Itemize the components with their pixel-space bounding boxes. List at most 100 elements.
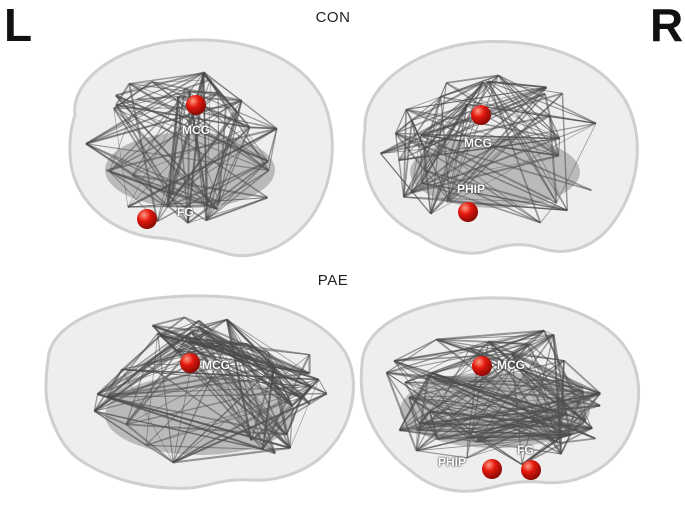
network-edge xyxy=(106,396,287,436)
network-edge xyxy=(469,329,545,350)
network-edge xyxy=(436,334,554,340)
network-edge xyxy=(151,324,276,454)
network-edge xyxy=(393,338,437,362)
network-edge xyxy=(405,109,559,157)
network-edge xyxy=(178,95,242,102)
inner-core-con-right xyxy=(410,136,580,208)
network-edge xyxy=(430,82,484,215)
network-edge xyxy=(85,143,218,210)
network-edge xyxy=(273,366,291,449)
edges-con-left xyxy=(85,71,278,224)
network-edge xyxy=(187,91,191,224)
network-edge xyxy=(286,434,291,449)
network-edge xyxy=(121,335,161,370)
network-edge xyxy=(205,170,270,221)
label-pae-right-fg: FG xyxy=(517,443,534,457)
network-edge xyxy=(113,81,153,110)
network-edge xyxy=(410,75,499,194)
group-title-pae: PAE xyxy=(317,272,349,289)
network-edge xyxy=(394,132,426,172)
network-edge xyxy=(318,379,328,394)
network-edge xyxy=(184,336,310,356)
brain-outline-pae-left xyxy=(44,294,355,490)
network-edge xyxy=(115,71,205,97)
network-edge xyxy=(152,316,185,327)
network-edge xyxy=(166,96,180,207)
network-edge xyxy=(498,75,560,139)
edges-pae-right xyxy=(385,329,601,466)
network-edge xyxy=(416,413,567,452)
network-edge xyxy=(152,324,312,388)
network-edge xyxy=(511,353,584,394)
network-edge xyxy=(487,81,560,139)
panel-pae-right xyxy=(359,296,641,493)
label-pae-right-mcg: MCG xyxy=(497,358,525,372)
network-edge xyxy=(432,372,560,444)
network-edge xyxy=(479,349,601,407)
network-edge xyxy=(94,410,263,450)
label-con-left-fg: FG xyxy=(177,205,194,219)
network-edge xyxy=(421,182,568,211)
network-edge xyxy=(106,170,220,202)
label-pae-left-mcg: MCG xyxy=(202,358,230,372)
network-edge xyxy=(127,197,268,208)
network-edge xyxy=(132,88,186,176)
network-edge xyxy=(436,338,601,395)
network-edge xyxy=(85,99,242,145)
network-edge xyxy=(176,343,223,351)
network-edge xyxy=(250,397,302,441)
node-pae-right-phip xyxy=(482,459,502,479)
network-edge xyxy=(206,197,268,221)
network-edge xyxy=(109,99,138,172)
network-edge xyxy=(97,393,291,449)
network-edge xyxy=(466,103,597,124)
inner-core-pae-right xyxy=(400,372,590,448)
network-edge xyxy=(423,149,426,171)
node-con-left-mcg xyxy=(186,95,206,115)
network-edge xyxy=(125,423,174,464)
network-edge xyxy=(85,72,204,145)
network-edge xyxy=(497,74,560,157)
network-edge xyxy=(202,72,242,101)
network-edge xyxy=(172,128,278,196)
network-edge xyxy=(188,71,205,93)
network-edge xyxy=(428,374,567,416)
network-edge xyxy=(556,123,597,203)
network-edge xyxy=(411,120,426,171)
network-edge xyxy=(197,326,293,407)
network-edge xyxy=(386,338,437,374)
label-pae-right-phip: PHIP xyxy=(438,455,467,469)
network-edge xyxy=(172,386,312,464)
label-con-right-phip: PHIP xyxy=(457,182,486,196)
network-edge xyxy=(482,81,558,203)
network-edge xyxy=(226,319,252,358)
label-con-right-mcg: MCG xyxy=(464,136,492,150)
network-edge xyxy=(93,347,225,412)
network-edge xyxy=(115,95,218,210)
network-edge xyxy=(436,329,545,341)
panel-con-right xyxy=(362,40,639,255)
network-edge xyxy=(197,325,252,358)
network-edge xyxy=(487,81,568,211)
network-edge xyxy=(487,80,597,124)
group-title-con: CON xyxy=(315,9,351,26)
network-edge xyxy=(225,319,253,441)
edges-con-right xyxy=(380,74,597,224)
network-edge xyxy=(93,318,228,412)
network-edge xyxy=(397,96,442,161)
node-con-right-mcg xyxy=(471,105,491,125)
network-edge xyxy=(415,138,560,142)
network-edge xyxy=(440,80,489,98)
network-edge xyxy=(395,96,442,134)
network-edge xyxy=(432,353,513,374)
network-edge xyxy=(399,429,469,439)
network-edge xyxy=(160,320,200,337)
node-pae-right-mcg xyxy=(472,356,492,376)
network-edge xyxy=(403,381,439,440)
network-edge xyxy=(205,205,209,221)
network-edge xyxy=(410,122,597,194)
network-edge xyxy=(206,100,243,207)
network-edge xyxy=(466,437,469,458)
network-edge xyxy=(411,81,484,122)
